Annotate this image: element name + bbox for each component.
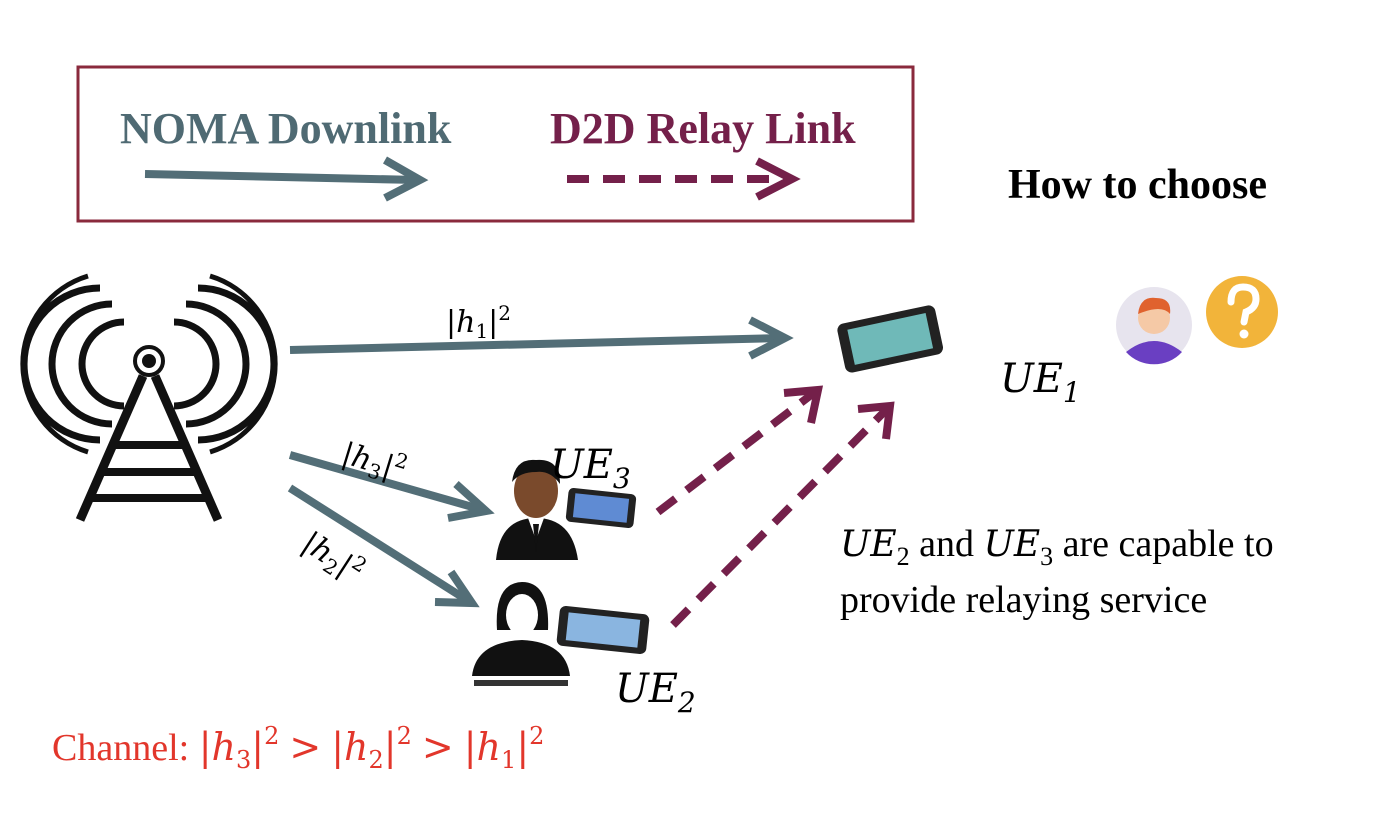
ue1-label: UE1	[1000, 356, 1081, 409]
ue3-label: UE3	[550, 442, 631, 495]
noma-link-ue1	[289, 316, 794, 360]
d2d-link-ue2-ue1	[670, 401, 895, 628]
legend-d2d-label: D2D Relay Link	[550, 104, 856, 153]
channel-order: Channel: |h3|2>|h2|2>|h1|2	[52, 722, 544, 774]
channel-label-h1: |h1|2	[446, 301, 511, 343]
tower-antenna-icon	[20, 273, 278, 522]
legend-noma-arrow	[144, 156, 429, 202]
noma-link-ue2	[287, 484, 480, 608]
ue3-phone-icon	[565, 488, 637, 528]
legend-noma-label: NOMA Downlink	[120, 104, 452, 153]
smartphone-icon	[837, 305, 944, 373]
ue3-person-icon	[496, 459, 578, 560]
legend-box	[76, 65, 915, 223]
channel-label-h3: |h3|2	[337, 432, 412, 491]
relay-note-line2: provide relaying service	[840, 579, 1207, 621]
avatar-icon	[1116, 287, 1192, 365]
ue2-person-icon	[472, 582, 570, 686]
question-heading: How to choose	[1008, 162, 1267, 208]
ue2-label: UE2	[615, 666, 696, 719]
question-mark-icon	[1206, 276, 1278, 348]
svg-text:|h3|2: |h3|2	[337, 432, 411, 491]
legend-d2d-arrow	[567, 157, 801, 201]
noma-link-ue3	[288, 451, 495, 522]
d2d-link-ue3-ue1	[655, 385, 824, 516]
relay-note-line1: UE2 and UE3 are capable to	[840, 523, 1274, 571]
ue2-phone-icon	[556, 606, 650, 654]
